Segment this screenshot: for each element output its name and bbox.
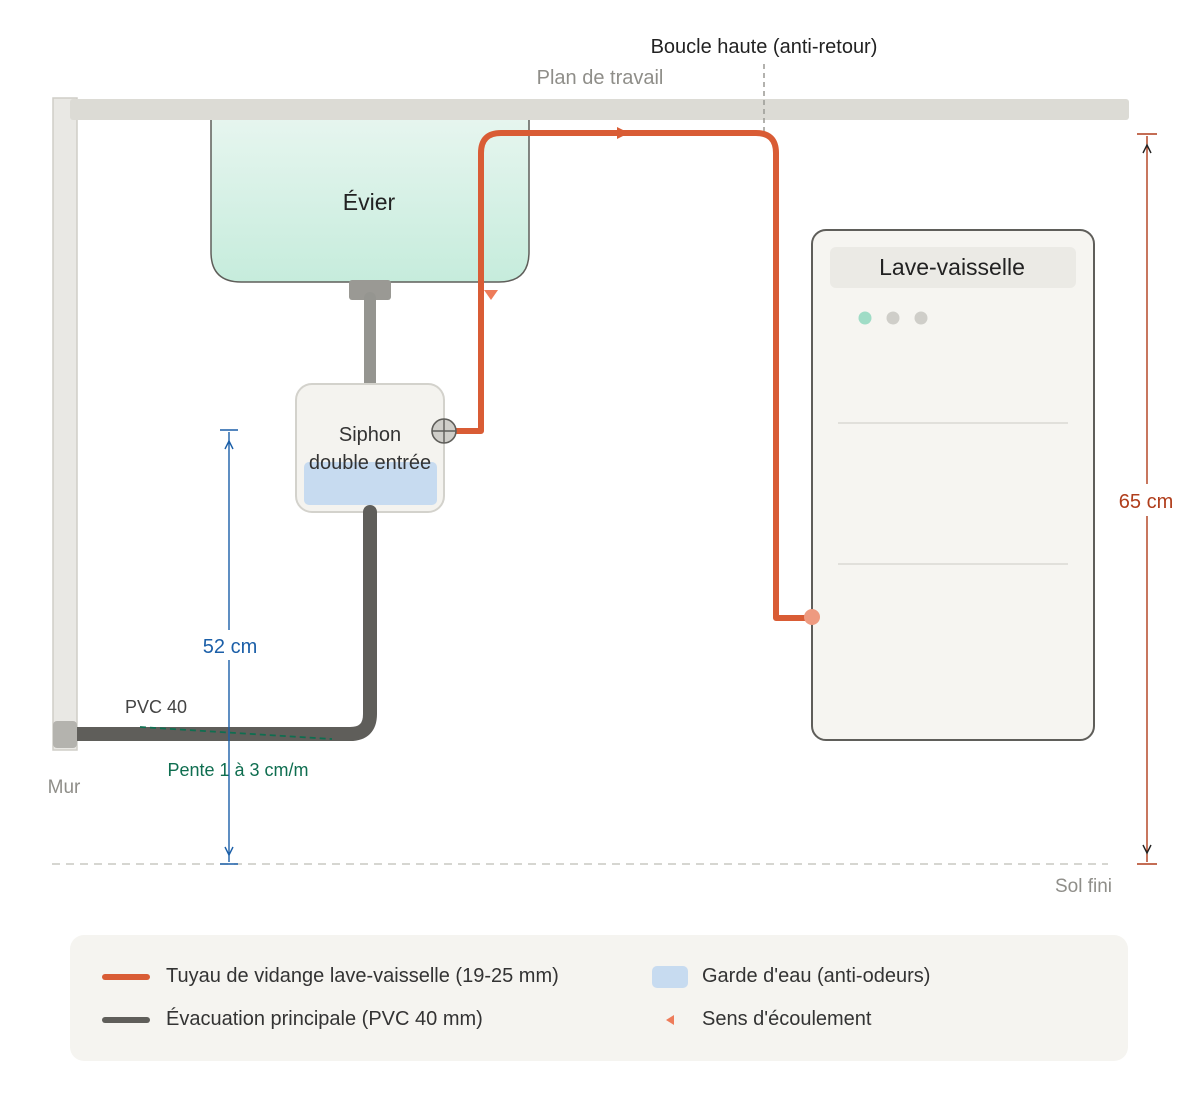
dim-65-arrow-up <box>1142 143 1152 154</box>
indicator-light-gray-2 <box>914 311 928 325</box>
sink-drain-outlet <box>349 280 391 300</box>
flow-arrow-right <box>617 127 629 139</box>
legend: Tuyau de vidange lave-vaisselle (19-25 m… <box>70 935 1128 1061</box>
wall-drain-connector <box>53 721 77 748</box>
legend-item-drain-hose: Tuyau de vidange lave-vaisselle (19-25 m… <box>102 965 559 988</box>
dishwasher <box>811 229 1095 741</box>
wall <box>52 97 78 751</box>
siphon-label-line1: Siphon <box>339 424 401 446</box>
slope-line <box>139 726 333 740</box>
sink-label: Évier <box>343 189 396 215</box>
pvc-label: PVC 40 <box>125 697 187 717</box>
dishwasher-label: Lave-vaisselle <box>879 254 1025 280</box>
dim-65-arrow-down <box>1142 844 1152 855</box>
dim-52-arrow-up <box>224 439 234 450</box>
high-loop-label: Boucle haute (anti-retour) <box>651 36 878 58</box>
floor-label: Sol fini <box>1055 876 1112 897</box>
wall-label: Mur <box>48 777 81 798</box>
legend-label: Tuyau de vidange lave-vaisselle (19-25 m… <box>166 965 559 987</box>
slope-label: Pente 1 à 3 cm/m <box>167 760 308 780</box>
plumbing-diagram: Lave-vaisselle Évier Plan de travail Bou… <box>47 36 1182 897</box>
hose-outlet-connector <box>804 609 820 625</box>
dim-65-label: 65 cm <box>1119 491 1173 513</box>
dim-52-arrow-down <box>224 846 234 857</box>
dim-52-label: 52 cm <box>203 636 257 658</box>
indicator-light-gray-1 <box>886 311 900 325</box>
flow-arrow-down <box>484 290 498 300</box>
siphon-label-line2: double entrée <box>309 452 431 474</box>
legend-label: Garde d'eau (anti-odeurs) <box>702 965 931 987</box>
legend-label: Sens d'écoulement <box>702 1008 872 1030</box>
dishwasher-control-panel <box>830 247 1076 288</box>
legend-item-flow-direction: Sens d'écoulement <box>652 1008 871 1031</box>
gray-line-icon <box>102 1016 150 1023</box>
dim-65-label-bg <box>1106 484 1182 516</box>
main-drain-pipe <box>63 505 377 741</box>
flow-arrow-icon <box>652 1009 688 1031</box>
dim-52-label-bg <box>196 630 264 660</box>
blue-box-icon <box>652 965 688 988</box>
legend-label: Évacuation principale (PVC 40 mm) <box>166 1008 483 1030</box>
sink-basin <box>210 109 530 283</box>
legend-item-water-seal: Garde d'eau (anti-odeurs) <box>652 965 930 988</box>
orange-line-icon <box>102 973 150 980</box>
countertop <box>70 99 1129 120</box>
water-seal <box>304 462 437 505</box>
countertop-label: Plan de travail <box>537 67 664 89</box>
indicator-light-green <box>858 311 872 325</box>
legend-item-main-drain: Évacuation principale (PVC 40 mm) <box>102 1008 483 1031</box>
